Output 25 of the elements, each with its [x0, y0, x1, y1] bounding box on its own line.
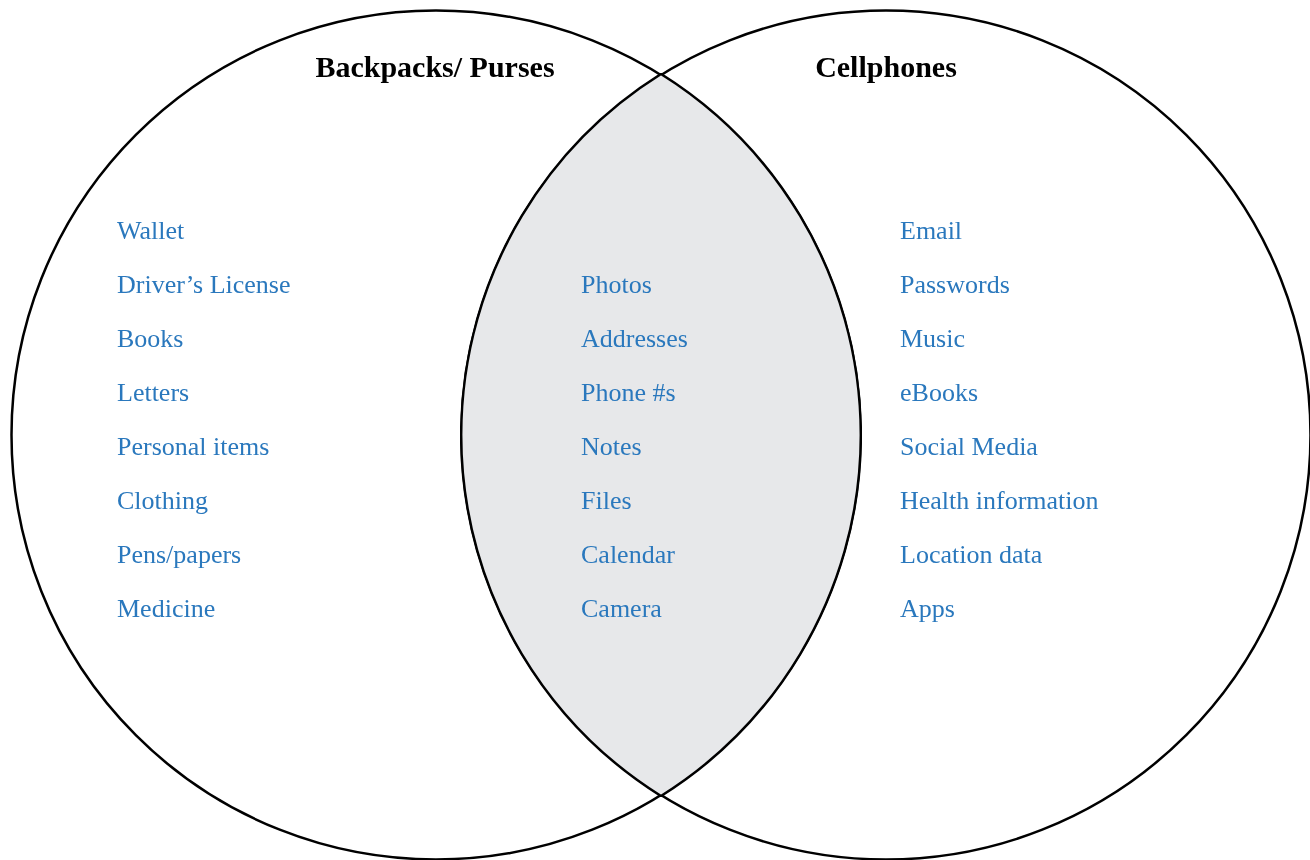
list-item: Books	[117, 324, 184, 354]
list-item: Health information	[900, 486, 1099, 516]
list-item: Pens/papers	[117, 540, 242, 570]
list-item: Calendar	[581, 540, 675, 570]
list-item: Photos	[581, 270, 652, 300]
list-item: Location data	[900, 540, 1043, 570]
list-item: Wallet	[117, 216, 185, 246]
list-item: Music	[900, 324, 965, 354]
list-item: Passwords	[900, 270, 1010, 300]
set-title: Backpacks/ Purses	[314, 49, 556, 85]
list-item: Apps	[900, 594, 955, 624]
list-item: Email	[900, 216, 963, 246]
list-item: Letters	[117, 378, 190, 408]
list-item: Notes	[581, 432, 642, 462]
list-item: Clothing	[117, 486, 208, 516]
set-title: Cellphones	[814, 49, 958, 85]
list-item: Medicine	[117, 594, 216, 624]
list-item: eBooks	[900, 378, 978, 408]
list-item: Camera	[581, 594, 662, 624]
list-item: Personal items	[117, 432, 270, 462]
list-item: Social Media	[900, 432, 1038, 462]
list-item: Addresses	[581, 324, 688, 354]
list-item: Phone #s	[581, 378, 676, 408]
list-item: Driver’s License	[117, 270, 291, 300]
list-item: Files	[581, 486, 632, 516]
